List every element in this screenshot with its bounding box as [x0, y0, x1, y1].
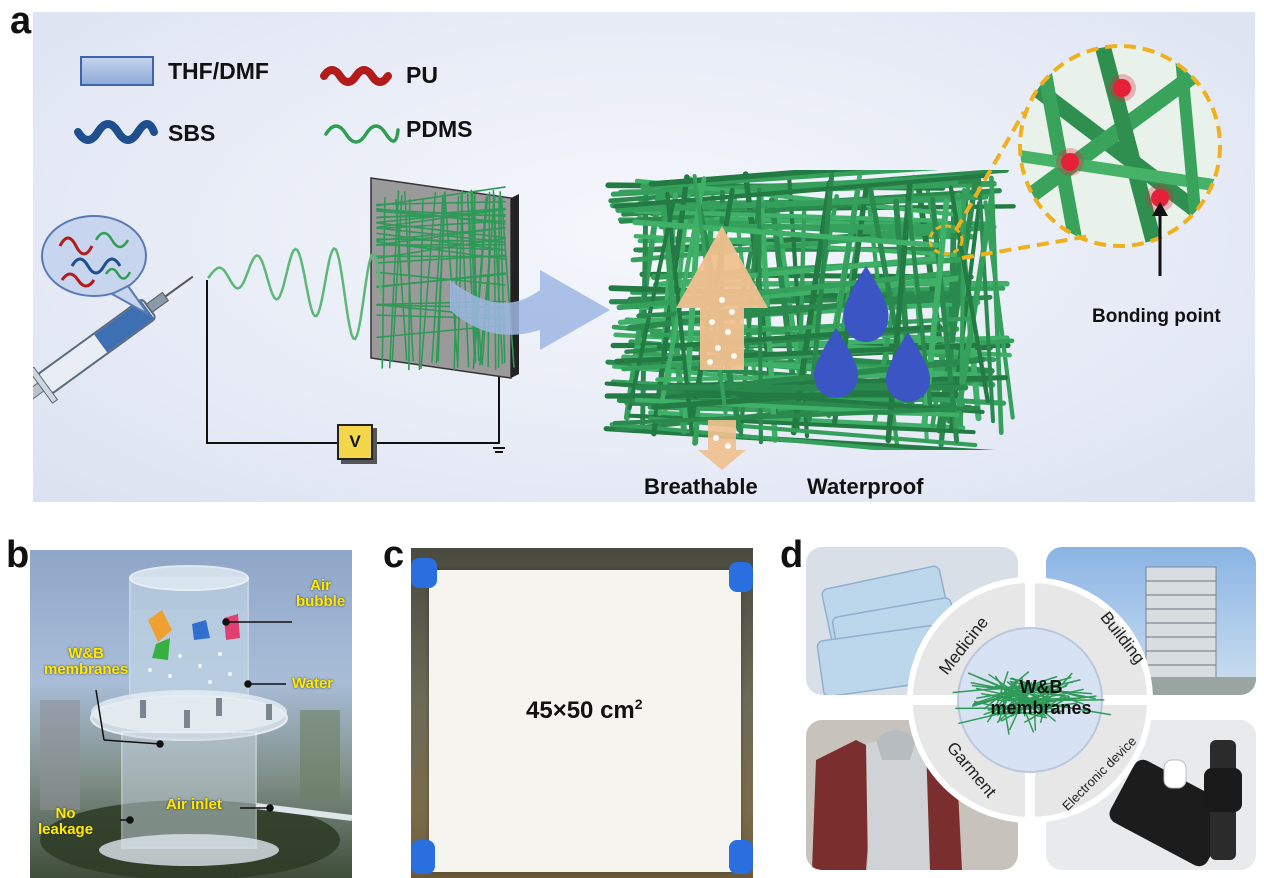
panel-label-b: b — [6, 534, 30, 576]
water-tank-illustration — [40, 565, 352, 878]
glove-bottom-right — [729, 840, 753, 874]
panel-label-d: d — [780, 534, 804, 576]
thf-dmf-swatch — [80, 56, 154, 86]
fiber-membrane — [603, 170, 1016, 450]
glove-bottom-left — [411, 840, 435, 874]
center-line1: W&B — [1019, 677, 1063, 697]
pdms-swatch — [324, 124, 400, 144]
bonding-zoom — [928, 44, 1222, 276]
legend-pu: PU — [406, 62, 438, 88]
water-label: Water — [292, 675, 334, 692]
center-line2: membranes — [990, 698, 1092, 718]
process-arrow — [450, 270, 610, 350]
size-label: 45×50 cm2 — [526, 696, 643, 725]
air-inlet-label: Air inlet — [166, 796, 222, 813]
size-text: 45×50 cm — [526, 697, 635, 724]
glove-top-left — [411, 558, 437, 588]
voltage-label: V — [349, 432, 361, 451]
no-leakage-label: No leakage — [38, 805, 94, 838]
size-sup: 2 — [634, 696, 643, 712]
application-wheel — [904, 574, 1156, 826]
wb-membranes-label: W&B membranes — [44, 645, 129, 678]
panel-label-c: c — [383, 534, 405, 576]
legend-thf-dmf: THF/DMF — [168, 58, 269, 84]
glove-top-right — [729, 562, 753, 592]
breathable-label: Breathable — [644, 474, 758, 499]
voltage-source: V — [337, 424, 373, 460]
polymer-solution-bubble — [41, 215, 149, 315]
panel-b-photo — [30, 550, 352, 878]
pu-swatch — [320, 66, 392, 86]
legend-pdms: PDMS — [406, 116, 473, 142]
bonding-point-label: Bonding point — [1092, 306, 1221, 327]
water-droplets — [813, 266, 931, 402]
waterproof-label: Waterproof — [807, 474, 924, 499]
air-bubble-label: Air bubble — [296, 577, 346, 610]
breathable-arrow — [676, 226, 768, 470]
sbs-swatch — [74, 120, 158, 144]
membrane-sheet — [429, 570, 741, 872]
panel-c-photo — [411, 548, 753, 878]
legend-sbs: SBS — [168, 120, 216, 146]
panel-label-a: a — [10, 0, 32, 42]
